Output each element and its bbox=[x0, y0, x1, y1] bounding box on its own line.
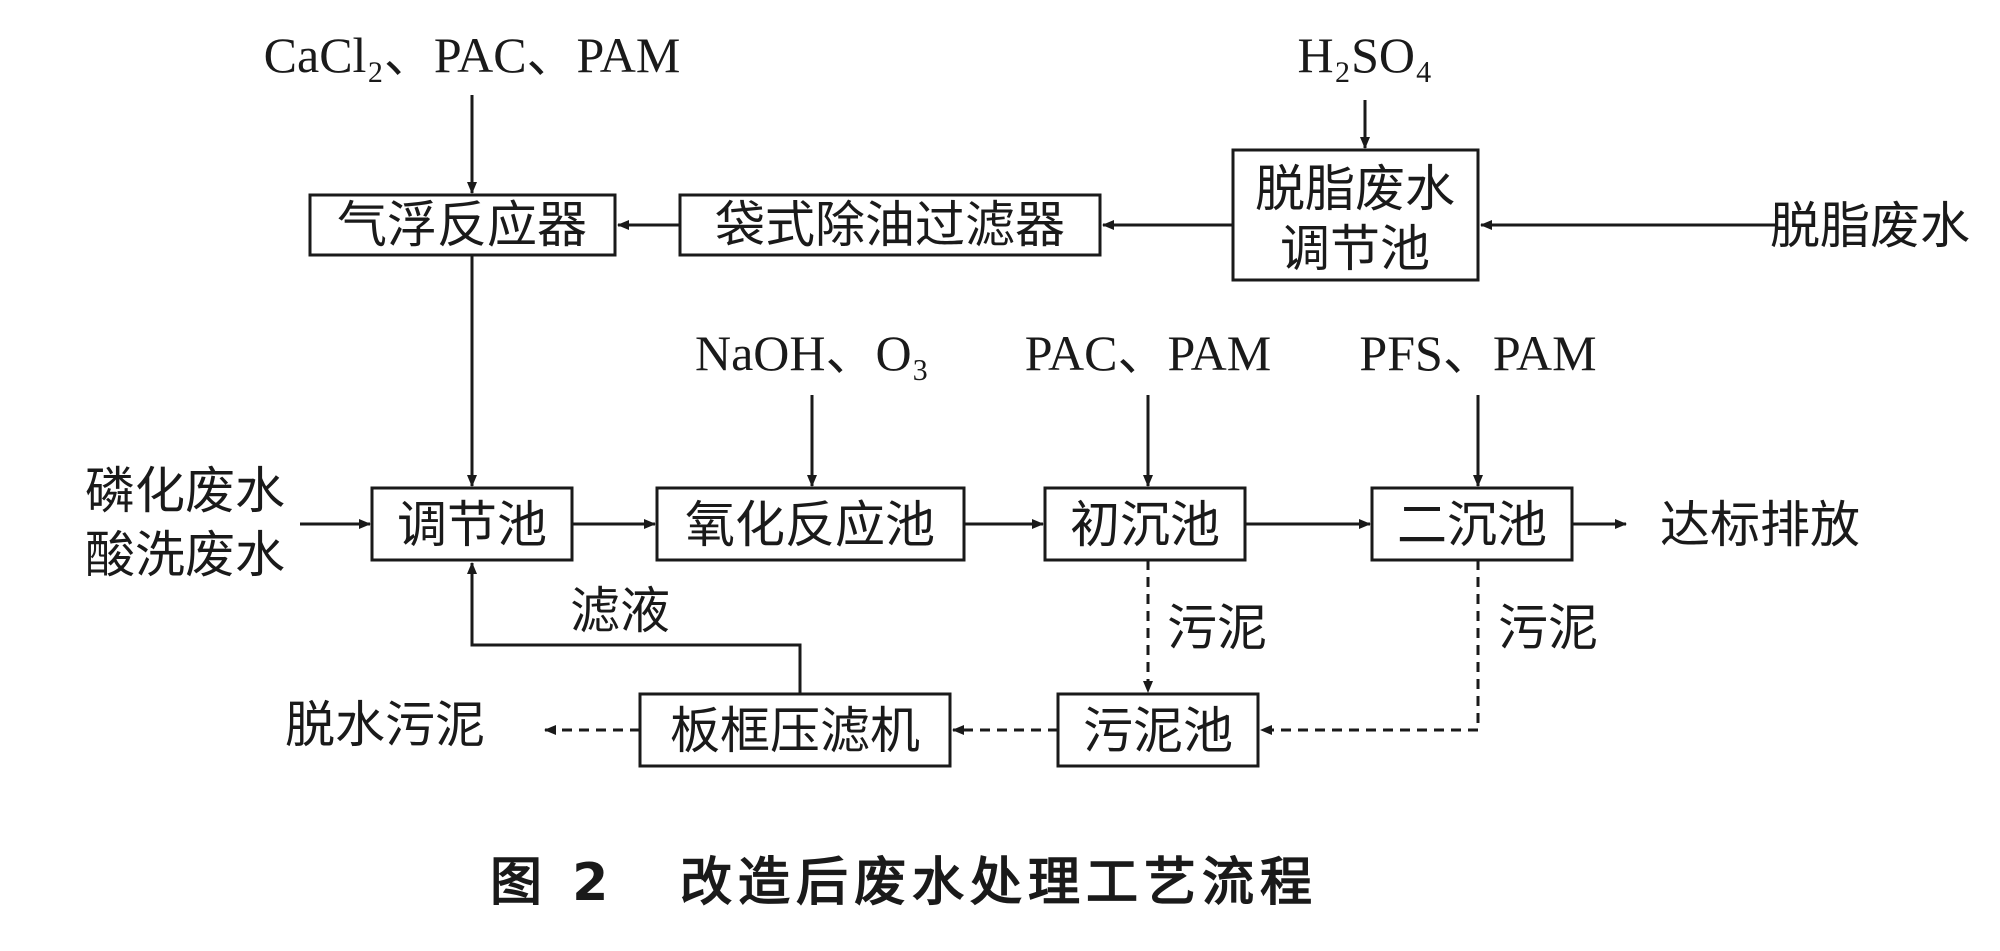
reagents-air-flotation-label: CaCl₂、PAC、PAM bbox=[264, 27, 681, 83]
regulating-tank-label: 调节池 bbox=[397, 496, 547, 554]
bag-oil-filter-node: 袋式除油过滤器 bbox=[678, 193, 1102, 257]
air-flotation-reactor-label: 气浮反应器 bbox=[337, 196, 587, 254]
figure-number: 图 2 bbox=[490, 853, 614, 913]
sludge-primary-label: 污泥 bbox=[1167, 599, 1267, 657]
pickling-wastewater-label: 酸洗废水 bbox=[85, 526, 285, 584]
reagents-secondary-label: PFS、PAM bbox=[1359, 325, 1596, 381]
reagents-primary-label: PAC、PAM bbox=[1025, 325, 1271, 381]
air-flotation-reactor-node: 气浮反应器 bbox=[308, 193, 617, 257]
sludge-tank-node: 污泥池 bbox=[1056, 692, 1260, 768]
discharge-label: 达标排放 bbox=[1660, 496, 1860, 554]
degrease-regulating-tank-node: 脱脂废水 调节池 bbox=[1231, 148, 1480, 282]
arrow-secondary-sludge-to-sludge-tank bbox=[1260, 560, 1480, 735]
degrease-tank-label-line1: 脱脂废水 bbox=[1255, 160, 1455, 218]
reagent-acid-label: H₂SO₄ bbox=[1298, 27, 1433, 83]
plate-frame-filter-press-node: 板框压滤机 bbox=[638, 692, 952, 768]
oxidation-tank-node: 氧化反应池 bbox=[655, 486, 966, 562]
plate-frame-filter-press-label: 板框压滤机 bbox=[670, 702, 920, 760]
primary-settling-tank-label: 初沉池 bbox=[1070, 496, 1220, 554]
degrease-wastewater-input-label: 脱脂废水 bbox=[1770, 197, 1970, 255]
secondary-settling-tank-node: 二沉池 bbox=[1370, 486, 1574, 562]
oxidation-tank-label: 氧化反应池 bbox=[685, 496, 935, 554]
dewatered-sludge-label: 脱水污泥 bbox=[285, 696, 485, 754]
arrow-filtrate-return bbox=[467, 562, 802, 694]
degrease-tank-label-line2: 调节池 bbox=[1280, 220, 1430, 278]
primary-settling-tank-node: 初沉池 bbox=[1043, 486, 1247, 562]
sludge-tank-label: 污泥池 bbox=[1083, 702, 1233, 760]
bag-oil-filter-label: 袋式除油过滤器 bbox=[715, 196, 1065, 254]
phosphating-wastewater-label: 磷化废水 bbox=[85, 462, 285, 520]
sludge-secondary-label: 污泥 bbox=[1498, 599, 1598, 657]
regulating-tank-node: 调节池 bbox=[370, 486, 574, 562]
reagents-oxidation-label: NaOH、O₃ bbox=[695, 325, 929, 381]
secondary-settling-tank-label: 二沉池 bbox=[1397, 496, 1547, 554]
figure-caption-title: 改造后废水处理工艺流程 bbox=[680, 853, 1318, 913]
filtrate-label: 滤液 bbox=[570, 582, 670, 640]
